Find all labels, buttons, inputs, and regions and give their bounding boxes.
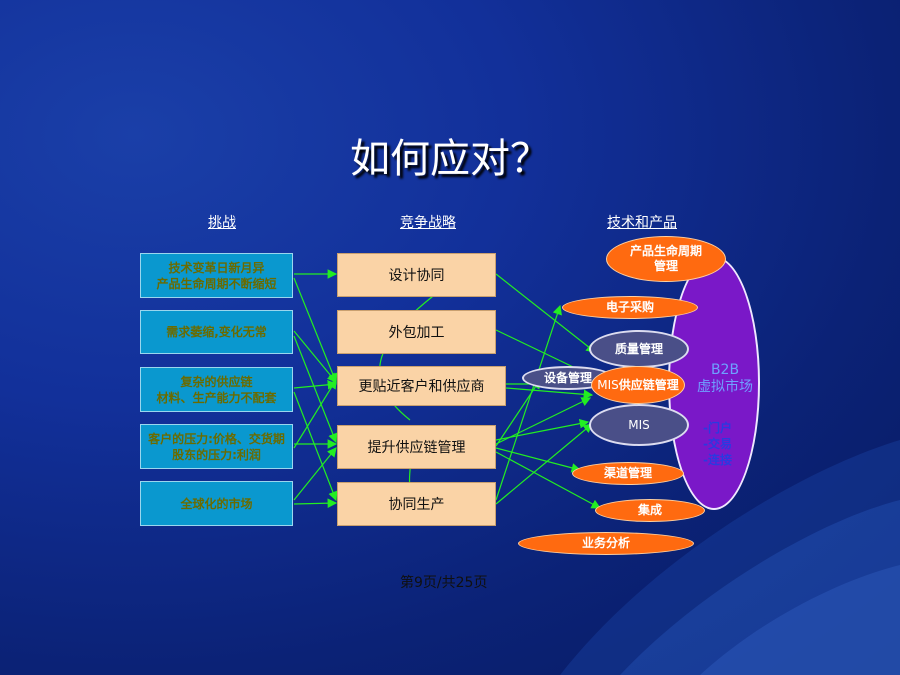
b2b-item: -交易 xyxy=(703,437,732,451)
tech-analytics: 业务分析 xyxy=(518,532,694,555)
challenge-tech-change: 技术变革日新月异产品生命周期不断缩短 xyxy=(140,253,293,298)
strategy-outsourcing: 外包加工 xyxy=(337,310,496,354)
challenge-text: 需求萎缩,变化无常 xyxy=(166,325,267,339)
strategy-design-collab: 设计协同 xyxy=(337,253,496,297)
header-challenges: 挑战 xyxy=(208,215,236,231)
strategy-closer-to-partners: 更贴近客户和供应商 xyxy=(337,366,506,406)
challenge-text: 客户的压力:价格、交货期 xyxy=(148,431,285,446)
header-tech: 技术和产品 xyxy=(607,215,677,231)
challenge-demand: 需求萎缩,变化无常 xyxy=(140,310,293,354)
challenge-supply-chain: 复杂的供应链材料、生产能力不配套 xyxy=(140,367,293,412)
tech-scm-text: 供应链管理 xyxy=(618,377,679,392)
b2b-items: -门户 -交易 -连接 xyxy=(703,420,732,468)
challenge-text: 产品生命周期不断缩短 xyxy=(156,276,277,291)
challenge-text: 材料、生产能力不配套 xyxy=(156,390,277,405)
tech-plm-text: 管理 xyxy=(653,259,678,273)
b2b-label: B2B 虚拟市场 xyxy=(690,362,760,396)
challenge-text: 股东的压力:利润 xyxy=(172,447,261,462)
page-footer: 第9页/共25页 xyxy=(400,575,488,591)
tech-integration: 集成 xyxy=(595,499,705,522)
tech-channel: 渠道管理 xyxy=(572,462,684,485)
tech-procurement: 电子采购 xyxy=(562,296,698,319)
strategy-collab-production: 协同生产 xyxy=(337,482,496,526)
header-strategy: 竞争战略 xyxy=(400,215,456,231)
b2b-item: -连接 xyxy=(703,453,732,467)
tech-plm-text: 产品生命周期 xyxy=(629,244,702,258)
challenge-pressure: 客户的压力:价格、交货期股东的压力:利润 xyxy=(140,424,293,469)
challenge-text: 全球化的市场 xyxy=(180,496,253,511)
tech-plm: 产品生命周期管理 xyxy=(606,236,726,282)
b2b-title: B2B xyxy=(710,362,740,378)
challenge-text: 技术变革日新月异 xyxy=(168,260,265,275)
b2b-subtitle: 虚拟市场 xyxy=(697,379,753,395)
challenge-global-market: 全球化的市场 xyxy=(140,481,293,526)
tech-quality: 质量管理 xyxy=(589,330,689,368)
strategy-supply-chain-mgmt: 提升供应链管理 xyxy=(337,425,496,469)
tech-scm-prefix: MIS xyxy=(597,377,619,392)
tech-mis: MIS xyxy=(589,404,689,446)
challenge-text: 复杂的供应链 xyxy=(180,374,253,389)
b2b-item: -门户 xyxy=(703,421,732,435)
page-title: 如何应对？ xyxy=(350,136,550,182)
